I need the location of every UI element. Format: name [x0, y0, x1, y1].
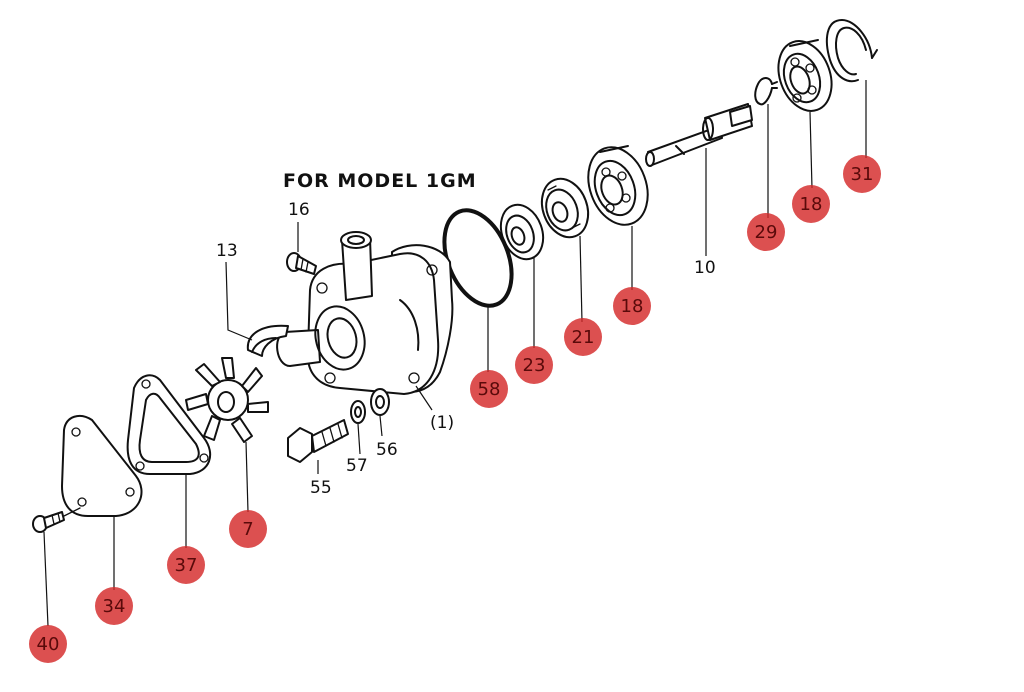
label-1: (1) [430, 413, 454, 433]
leader-lines [43, 80, 867, 627]
badge-40-text: 40 [37, 634, 60, 655]
badge-37-text: 37 [175, 555, 198, 576]
part-bolt-55 [287, 419, 349, 463]
badge-23: 23 [515, 346, 553, 384]
label-10: 10 [694, 258, 716, 278]
badge-31-text: 31 [851, 164, 874, 185]
badge-34: 34 [95, 587, 133, 625]
badge-58-text: 58 [478, 379, 501, 400]
badge-37: 37 [167, 546, 205, 584]
part-gasket-37 [126, 374, 212, 475]
part-impeller-7 [185, 357, 269, 443]
badge-21-text: 21 [572, 327, 595, 348]
badge-18-lower: 18 [613, 287, 651, 325]
badge-21: 21 [564, 318, 602, 356]
part-spring-washer-57 [350, 400, 366, 424]
part-bearing-18-upper [777, 39, 833, 112]
label-16: 16 [288, 200, 310, 220]
part-washer-56 [370, 388, 390, 416]
part-snap-ring-31 [825, 19, 878, 83]
diagram-title: FOR MODEL 1GM [283, 170, 477, 192]
badge-31: 31 [843, 155, 881, 193]
part-cam-13 [246, 324, 289, 357]
part-seal-21 [540, 177, 590, 239]
badge-18-upper-text: 18 [800, 194, 823, 215]
part-bearing-18-lower [587, 145, 649, 226]
badge-40: 40 [29, 625, 67, 663]
part-screw-16 [286, 252, 317, 275]
label-56: 56 [376, 440, 398, 460]
label-13: 13 [216, 241, 238, 261]
part-shaft-10 [645, 103, 753, 167]
badge-18-lower-text: 18 [621, 296, 644, 317]
badge-58: 58 [470, 370, 508, 408]
part-cover-plate-34 [61, 414, 143, 517]
label-55: 55 [310, 478, 332, 498]
part-screw-40 [32, 507, 81, 533]
part-pump-housing-1 [276, 231, 454, 395]
badge-18-upper: 18 [792, 185, 830, 223]
badge-23-text: 23 [523, 355, 546, 376]
part-circlip-29 [754, 77, 778, 106]
badge-34-text: 34 [103, 596, 126, 617]
badge-29: 29 [747, 213, 785, 251]
badge-7-text: 7 [242, 519, 253, 540]
badge-29-text: 29 [755, 222, 778, 243]
label-57: 57 [346, 456, 368, 476]
badge-7: 7 [229, 510, 267, 548]
